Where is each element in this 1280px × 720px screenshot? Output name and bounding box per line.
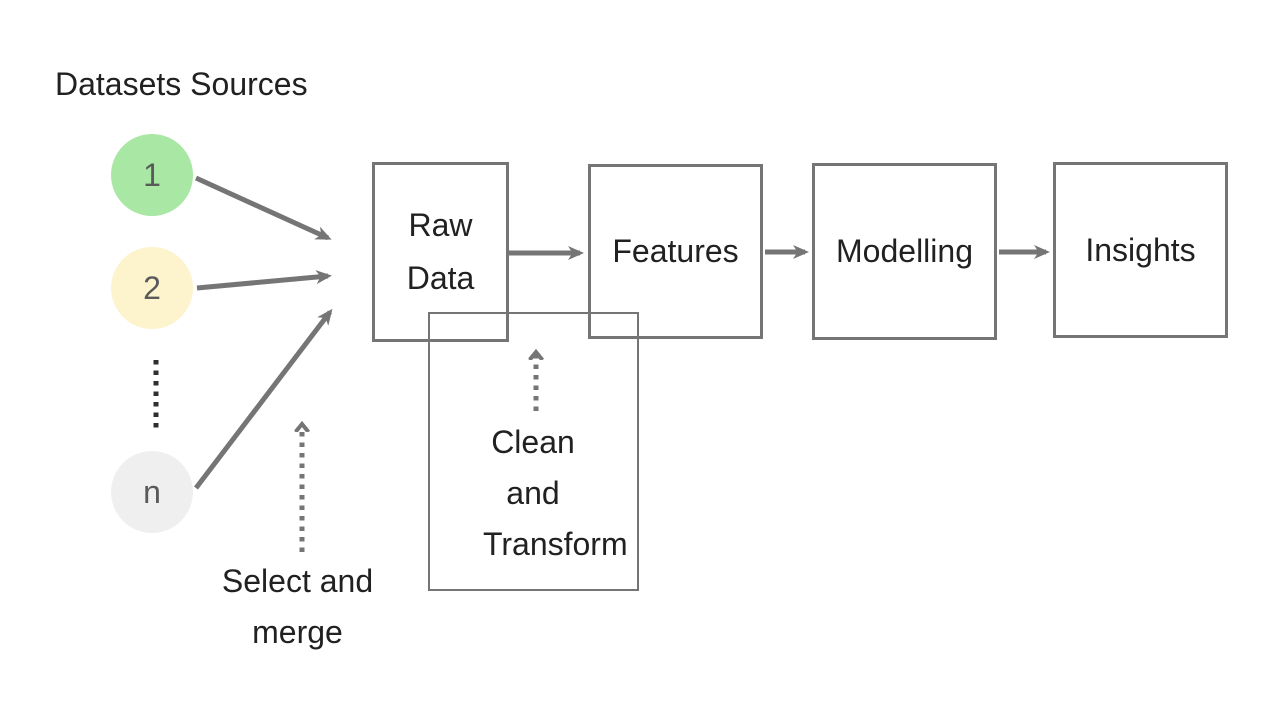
stage-box-insights: Insights	[1053, 162, 1228, 338]
stage-box-modelling: Modelling	[812, 163, 997, 340]
stage-box-raw-data: Raw Data	[372, 162, 509, 342]
stage-label-modelling: Modelling	[836, 233, 973, 270]
stage-label-insights: Insights	[1085, 231, 1196, 268]
source-circle-1: 1	[111, 134, 193, 216]
source-circle-2-label: 2	[143, 269, 161, 306]
stage-box-features: Features	[588, 164, 763, 339]
arrow-source2-to-rawdata	[196, 270, 332, 291]
select-merge-label: Select and merge	[221, 563, 374, 650]
stage-label-raw-data: Raw Data	[406, 207, 475, 296]
arrow-sourcen-to-rawdata	[194, 308, 333, 490]
source-circle-n: n	[111, 451, 193, 533]
source-circle-2: 2	[111, 247, 193, 329]
source-circle-n-label: n	[143, 473, 161, 510]
clean-transform-box	[428, 312, 639, 591]
arrow-source1-to-rawdata	[194, 175, 332, 241]
stage-label-features: Features	[612, 233, 739, 270]
clean-transform-label: Clean and Transform	[483, 424, 628, 562]
diagram-title: Datasets Sources	[55, 66, 308, 102]
source-circle-1-label: 1	[143, 156, 161, 193]
